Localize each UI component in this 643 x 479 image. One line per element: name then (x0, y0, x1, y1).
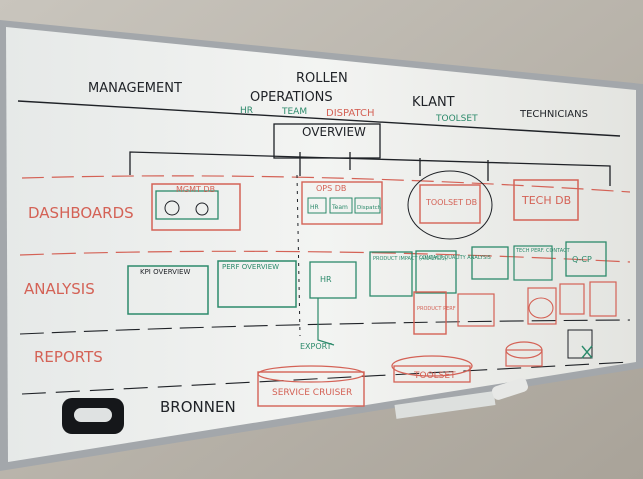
tech-db-label: TECH DB (521, 194, 571, 207)
subrole-team: TEAM (281, 107, 307, 117)
board-surface (6, 27, 636, 462)
analysis-tech-perf: TECH PERF. CONTACT (515, 248, 571, 254)
role-klant: KLANT (412, 95, 455, 110)
row-analysis: ANALYSIS (24, 280, 95, 298)
source-cylinder (505, 341, 543, 367)
overview-tree (129, 151, 611, 186)
source-toolset: TOOLSET (391, 355, 473, 383)
subrole-hr: HR (240, 106, 253, 116)
header-title: ROLLEN (296, 71, 348, 86)
divider-bronnen (21, 361, 631, 395)
role-operations: OPERATIONS (250, 90, 333, 105)
ops-item-team: Team (331, 204, 348, 211)
export-arrow (317, 298, 335, 346)
analysis-product: PRODUCT IMPACT (ANALYSIS) (373, 256, 447, 262)
marker-tray (394, 391, 496, 419)
divider-dashboards (21, 175, 631, 193)
ops-divider (296, 174, 301, 337)
reports-blocks: PRODUCT PERF (413, 281, 617, 359)
role-technicians: TECHNICIANS (519, 109, 588, 120)
row-dashboards: DASHBOARDS (28, 204, 134, 222)
divider-analysis (19, 250, 631, 263)
toolset-db: TOOLSET DB (407, 170, 493, 240)
ops-db-label: OPS DB (316, 184, 346, 193)
analysis-perf: PERF OVERVIEW (222, 263, 279, 271)
marker[interactable] (491, 377, 530, 401)
analysis-qcp: Q-CP (572, 255, 592, 264)
tech-db: TECH DB (513, 179, 579, 221)
subrole-toolset: TOOLSET (435, 114, 478, 124)
role-management: MANAGEMENT (88, 81, 182, 96)
divider-reports (19, 319, 631, 335)
ops-item-dispatch: Dispatch (357, 205, 382, 211)
source-toolset-label: TOOLSET (413, 371, 456, 381)
row-bronnen: BRONNEN (160, 398, 236, 416)
export-label: EXPORT (300, 342, 332, 351)
mgmt-db: MGMT DB (151, 183, 241, 231)
row-reports: REPORTS (34, 348, 103, 366)
toolset-db-label: TOOLSET DB (425, 198, 477, 207)
ops-item-hr: HR (310, 204, 319, 211)
analysis-kpi: KPI OVERVIEW (140, 268, 190, 276)
overview-label: OVERVIEW (302, 125, 366, 139)
source-service-cruiser-label: SERVICE CRUISER (272, 388, 352, 398)
header-divider (17, 100, 621, 137)
eraser[interactable] (62, 398, 124, 434)
analysis-hr: HR (320, 275, 332, 284)
source-service-cruiser: SERVICE CRUISER (257, 365, 365, 407)
report-product-perf: PRODUCT PERF (417, 306, 456, 312)
ops-db: OPS DB HR Team Dispatch (301, 181, 383, 225)
analysis-contact: CONTACT QUALITY ANALYSIS (419, 255, 491, 261)
subrole-dispatch: DISPATCH (326, 108, 374, 119)
mgmt-db-label: MGMT DB (176, 185, 215, 194)
analysis-blocks: KPI OVERVIEW PERF OVERVIEW HR PRODUCT IM… (127, 241, 607, 315)
